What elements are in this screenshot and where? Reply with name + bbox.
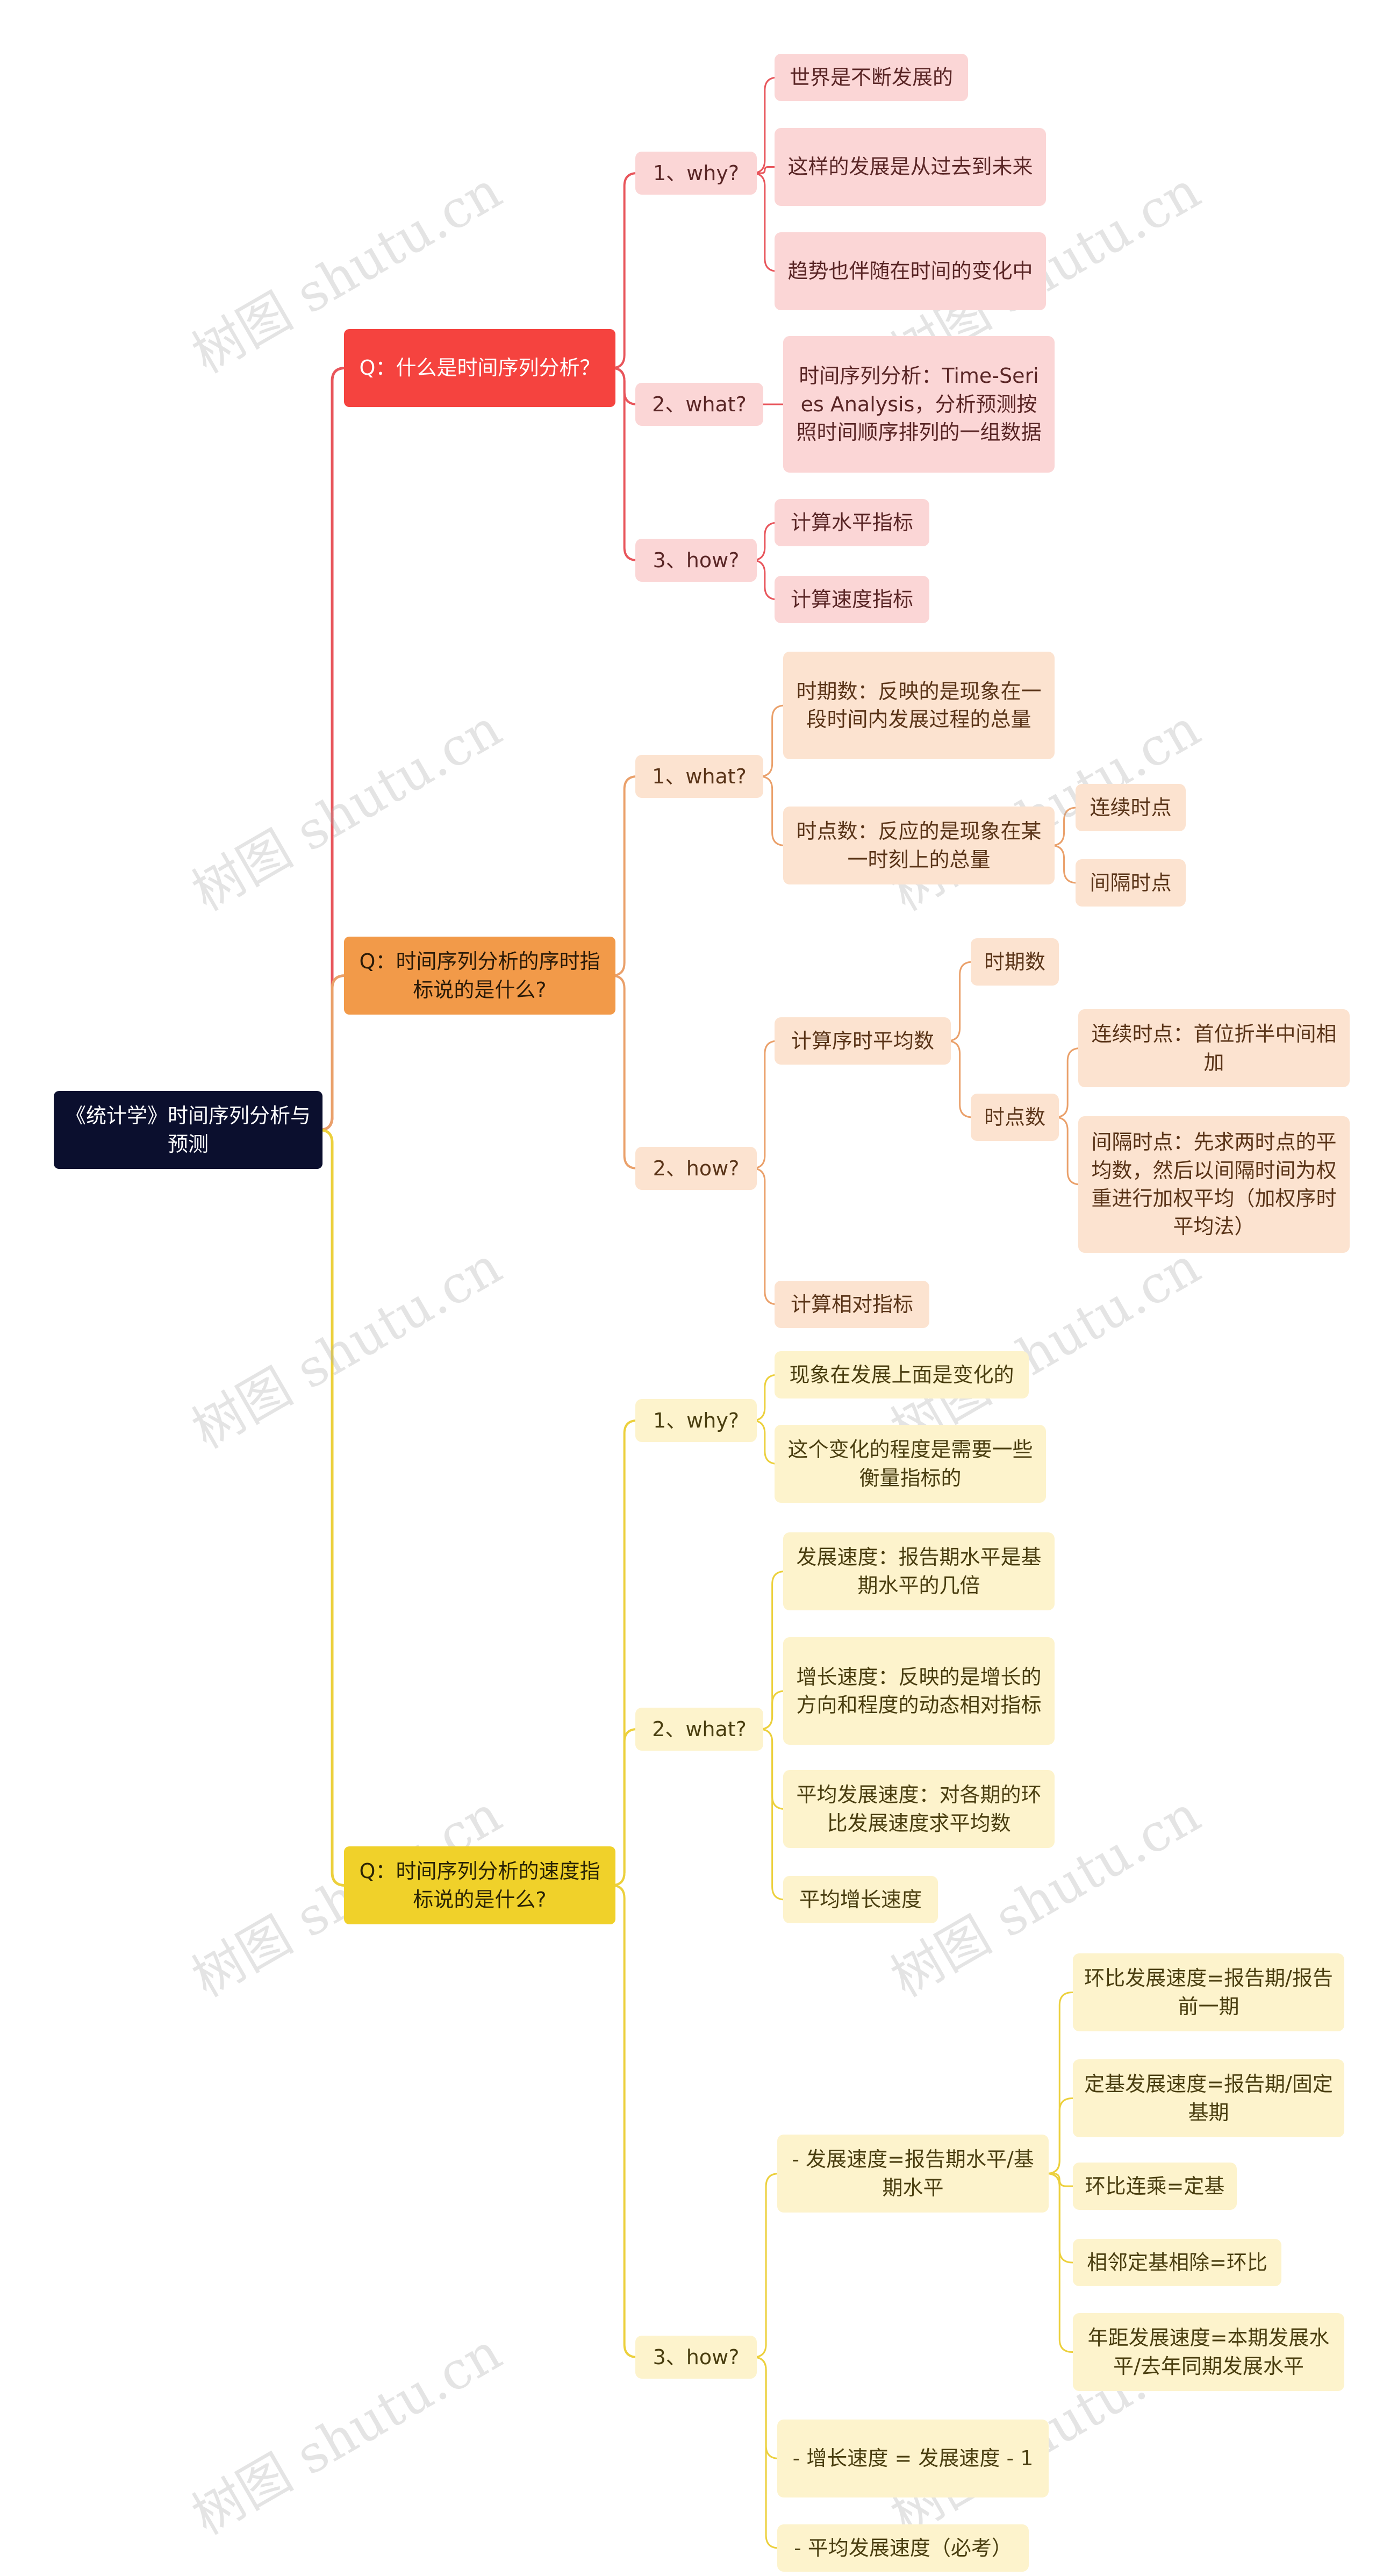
connector-line (1051, 807, 1077, 846)
connector-line (751, 172, 778, 272)
b2-avg-item[interactable]: 时点数 (971, 1094, 1059, 1141)
b2-what-item[interactable]: 时点数：反应的是现象在某一时刻上的总量 (783, 807, 1055, 884)
b3-what-item[interactable]: 增长速度：反映的是增长的方向和程度的动态相对指标 (783, 1637, 1055, 1745)
connector-line (947, 961, 973, 1042)
b3-dev-item[interactable]: 相邻定基相除=环比 (1073, 2239, 1281, 2286)
connector-line (751, 1167, 778, 1305)
connector-line (759, 1690, 785, 1730)
branch-speed-indicators[interactable]: Q：时间序列分析的速度指标说的是什么? (344, 1846, 615, 1924)
b1-why-item[interactable]: 这样的发展是从过去到未来 (775, 128, 1046, 206)
connector-line (759, 775, 785, 846)
b3-dev-item[interactable]: 环比发展速度=报告期/报告前一期 (1073, 1953, 1344, 2031)
b2-how-item[interactable]: 计算相对指标 (775, 1281, 929, 1328)
connector-line (1055, 1047, 1081, 1118)
connector-line (611, 775, 637, 977)
b1-what-node[interactable]: 2、what? (635, 383, 763, 426)
connector-line (1055, 1116, 1081, 1186)
b1-how-item[interactable]: 计算水平指标 (775, 499, 929, 546)
b3-dev-item[interactable]: 年距发展速度=本期发展水平/去年同期发展水平 (1073, 2313, 1344, 2391)
connector-line (611, 974, 637, 1169)
branch-what-is-time-series[interactable]: Q：什么是时间序列分析？ (344, 329, 615, 407)
b3-what-item[interactable]: 平均发展速度：对各期的环比发展速度求平均数 (783, 1770, 1055, 1848)
connector-line (1051, 845, 1077, 884)
connector-line (759, 1728, 785, 1901)
b3-why-node[interactable]: 1、why? (635, 1399, 757, 1442)
b3-dev-item[interactable]: 定基发展速度=报告期/固定基期 (1073, 2059, 1344, 2137)
b1-why-item[interactable]: 趋势也伴随在时间的变化中 (775, 232, 1046, 310)
connector-line (757, 166, 775, 174)
b2-point-avg-item[interactable]: 间隔时点：先求两时点的平均数，然后以间隔时间为权重进行加权平均（加权序时平均法） (1078, 1116, 1350, 1253)
b3-how-item[interactable]: - 增长速度 = 发展速度 - 1 (777, 2420, 1049, 2497)
connector-line (611, 1728, 637, 1887)
connector-line (1049, 2173, 1073, 2187)
b3-why-item[interactable]: 现象在发展上面是变化的 (775, 1351, 1029, 1398)
b1-why-node[interactable]: 1、why? (635, 152, 757, 195)
b2-how-item[interactable]: 计算序时平均数 (775, 1017, 951, 1065)
b1-why-item[interactable]: 世界是不断发展的 (775, 54, 968, 101)
connector-line (751, 1040, 778, 1169)
b3-how-node[interactable]: 3、how? (635, 2336, 757, 2379)
b3-what-item[interactable]: 平均增长速度 (783, 1876, 938, 1923)
connector-line (751, 1419, 778, 1465)
b1-what-item[interactable]: 时间序列分析：Time-Series Analysis，分析预测按照时间顺序排列… (783, 336, 1055, 473)
connector-line (753, 2173, 779, 2358)
connector-line (611, 367, 637, 561)
b3-how-item[interactable]: - 发展速度=报告期水平/基期水平 (777, 2135, 1049, 2213)
connector-line (1047, 2097, 1073, 2174)
root-node[interactable]: 《统计学》时间序列分析与预测 (54, 1091, 322, 1169)
b3-what-item[interactable]: 发展速度：报告期水平是基期水平的几倍 (783, 1532, 1055, 1610)
connector-line (319, 974, 346, 1131)
b2-point-item[interactable]: 间隔时点 (1076, 859, 1186, 907)
connector-line (759, 704, 785, 777)
connector-line (753, 2356, 779, 2549)
connector-line (751, 559, 778, 601)
b3-dev-item[interactable]: 环比连乘=定基 (1073, 2163, 1237, 2210)
connector-line (751, 522, 778, 561)
b2-what-item[interactable]: 时期数：反映的是现象在一段时间内发展过程的总量 (783, 652, 1055, 759)
b3-what-node[interactable]: 2、what? (635, 1708, 763, 1751)
connector-line (947, 1040, 973, 1118)
connector-line (611, 1884, 637, 2358)
b2-what-node[interactable]: 1、what? (635, 755, 763, 798)
b2-point-item[interactable]: 连续时点 (1076, 784, 1186, 831)
b2-how-node[interactable]: 2、how? (635, 1147, 757, 1190)
connector-line (319, 1129, 346, 1887)
connector-line (611, 172, 637, 369)
connector-line (1047, 2173, 1073, 2353)
b3-why-item[interactable]: 这个变化的程度是需要一些衡量指标的 (775, 1425, 1046, 1503)
b1-how-item[interactable]: 计算速度指标 (775, 576, 929, 623)
b3-how-item[interactable]: - 平均发展速度（必考） (777, 2524, 1029, 2572)
b2-point-avg-item[interactable]: 连续时点：首位折半中间相加 (1078, 1009, 1350, 1087)
b2-avg-item[interactable]: 时期数 (971, 938, 1059, 986)
connector-line (751, 1374, 778, 1422)
b1-how-node[interactable]: 3、how? (635, 539, 757, 582)
branch-time-order-indicators[interactable]: Q：时间序列分析的序时指标说的是什么? (344, 937, 615, 1015)
